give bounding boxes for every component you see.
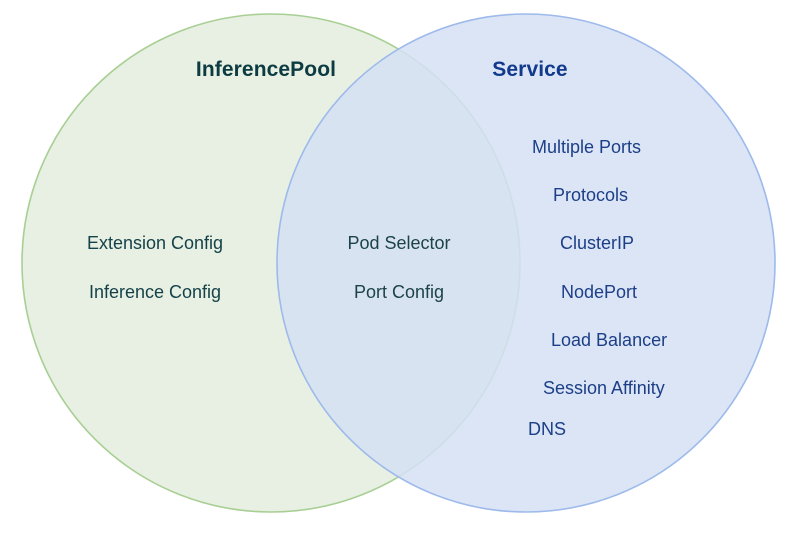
item-load-balancer: Load Balancer	[551, 330, 668, 350]
item-protocols: Protocols	[553, 185, 629, 205]
item-dns: DNS	[528, 419, 567, 439]
item-nodeport: NodePort	[561, 282, 638, 302]
item-session-affinity: Session Affinity	[543, 378, 665, 398]
set-title-inferencepool: InferencePool	[195, 58, 337, 81]
item-clusterip: ClusterIP	[560, 233, 635, 253]
item-port-config: Port Config	[353, 282, 445, 302]
item-extension-config: Extension Config	[86, 233, 224, 253]
item-multiple-ports: Multiple Ports	[532, 137, 642, 157]
circle-service	[276, 13, 776, 513]
item-inference-config: Inference Config	[88, 282, 222, 302]
set-title-service: Service	[492, 58, 568, 81]
item-pod-selector: Pod Selector	[347, 233, 451, 253]
